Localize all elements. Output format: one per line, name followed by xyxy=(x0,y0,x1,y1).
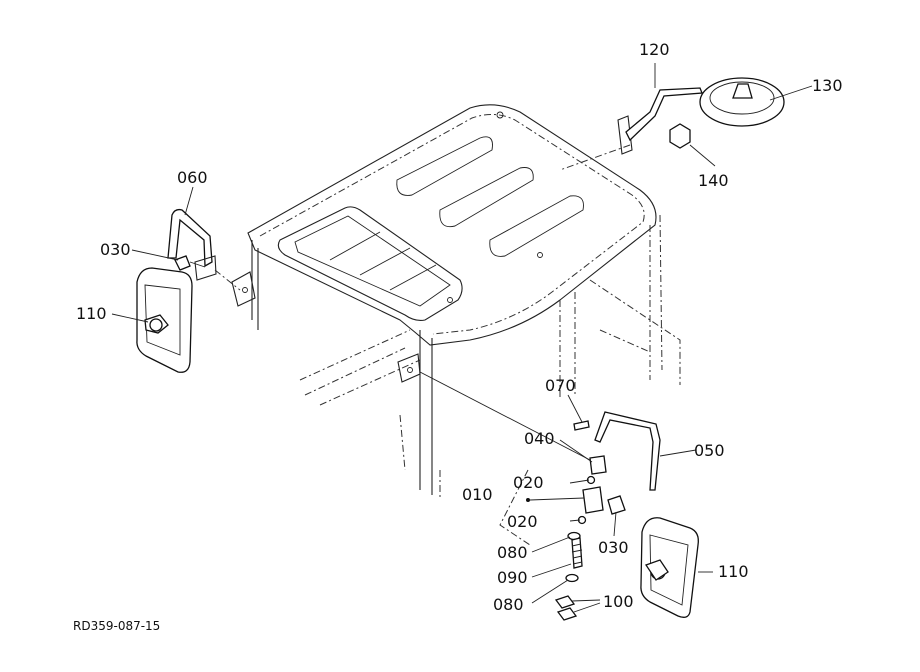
left-mirror-assembly xyxy=(136,208,241,373)
callout-080-lower: 080 xyxy=(493,595,524,614)
callout-100: 100 xyxy=(603,592,634,611)
pin-070 xyxy=(573,420,590,431)
callout-030-left: 030 xyxy=(100,240,131,259)
bolt-030-left xyxy=(174,255,191,271)
callout-050: 050 xyxy=(694,441,725,460)
mirror-mount-bracket xyxy=(617,115,633,155)
callout-140: 140 xyxy=(698,171,729,190)
hex-nut-140 xyxy=(669,123,691,149)
pivot-010 xyxy=(582,486,604,514)
callout-020-lower: 020 xyxy=(507,512,538,531)
callout-090: 090 xyxy=(497,568,528,587)
nut-100a xyxy=(554,595,576,609)
round-mirror-back xyxy=(699,77,785,127)
callout-020-upper: 020 xyxy=(513,473,544,492)
mirror-stay-arm xyxy=(625,87,703,142)
mirror-stay-050 xyxy=(594,411,661,491)
bushing-040 xyxy=(589,455,607,475)
callout-080-upper: 080 xyxy=(497,543,528,562)
callout-060: 060 xyxy=(177,168,208,187)
callout-120: 120 xyxy=(639,40,670,59)
nut-100b xyxy=(556,607,578,621)
callout-labels: 120 130 140 060 030 110 070 040 050 020 … xyxy=(76,40,843,614)
callout-110-right: 110 xyxy=(718,562,749,581)
callout-030-right: 030 xyxy=(598,538,629,557)
callout-040: 040 xyxy=(524,429,555,448)
drawing-code: RD359-087-15 xyxy=(73,619,160,633)
cab-roof xyxy=(231,104,681,500)
callout-070: 070 xyxy=(545,376,576,395)
callout-010: 010 xyxy=(462,485,493,504)
callout-130: 130 xyxy=(812,76,843,95)
right-mirror-assembly xyxy=(419,371,699,621)
leader-lines xyxy=(111,63,813,613)
washer-080b xyxy=(565,573,579,583)
callout-110-left: 110 xyxy=(76,304,107,323)
mirror-stay-060 xyxy=(167,208,213,268)
upper-mirror-assembly xyxy=(559,77,785,171)
bolt-030-right xyxy=(607,495,626,515)
